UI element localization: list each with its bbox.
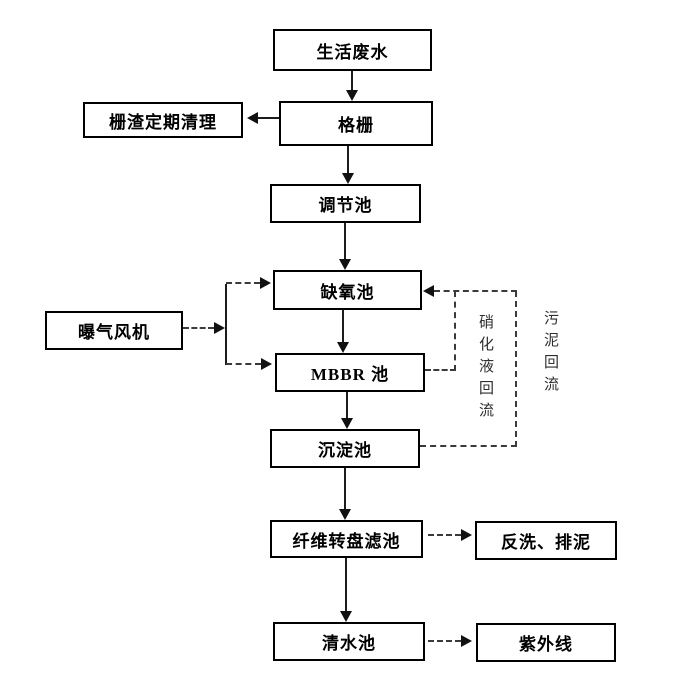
right-arrowhead-icon [261, 358, 272, 370]
down-arrowhead-icon [346, 90, 358, 101]
node-fiber-disc-filter: 纤维转盘滤池 [270, 520, 423, 558]
node-screen: 格栅 [279, 101, 433, 146]
blower-branch-connector [225, 284, 227, 365]
node-anoxic-tank: 缺氧池 [273, 270, 422, 310]
label-sludge-return: 污泥回流 [542, 310, 558, 398]
right-arrowhead-icon [214, 322, 225, 334]
node-regulating-tank: 调节池 [270, 184, 421, 223]
node-backwash-sludge-discharge: 反洗、排泥 [475, 521, 617, 560]
node-domestic-wastewater: 生活废水 [273, 29, 432, 71]
right-arrowhead-icon [461, 529, 472, 541]
down-arrowhead-icon [339, 259, 351, 270]
down-arrowhead-icon [339, 509, 351, 520]
node-clean-water-tank: 清水池 [273, 622, 425, 661]
node-screen-residue-cleaning: 栅渣定期清理 [83, 102, 243, 138]
left-arrowhead-icon [423, 285, 434, 297]
node-aeration-blower: 曝气风机 [45, 311, 183, 350]
down-arrowhead-icon [341, 418, 353, 429]
label-nitrification-liquid-return: 硝化液回流 [477, 314, 493, 424]
left-arrowhead-icon [247, 112, 258, 124]
down-arrowhead-icon [337, 342, 349, 353]
right-arrowhead-icon [461, 635, 472, 647]
down-arrowhead-icon [342, 173, 354, 184]
node-mbbr-tank: MBBR 池 [275, 353, 425, 392]
right-arrowhead-icon [260, 277, 271, 289]
node-ultraviolet: 紫外线 [476, 623, 616, 662]
node-sedimentation-tank: 沉淀池 [270, 429, 420, 468]
down-arrowhead-icon [340, 611, 352, 622]
